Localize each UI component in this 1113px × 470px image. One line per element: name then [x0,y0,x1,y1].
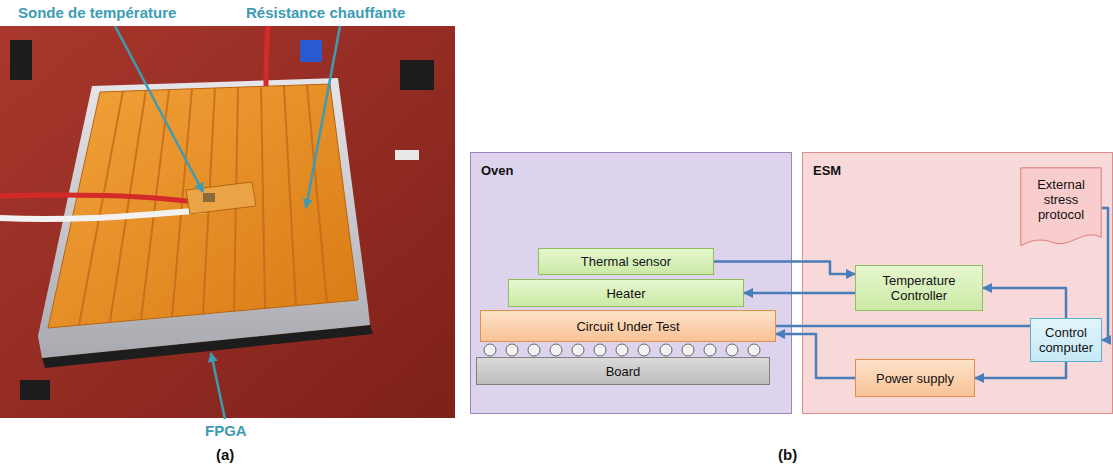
panel-caption: (b) [778,446,797,464]
box-label: Temperature Controller [862,273,976,303]
connector-arrow [744,292,855,295]
connector-arrow [776,325,1030,328]
box-label: Control computer [1037,325,1095,355]
box-label: Power supply [876,371,954,386]
box-label: External stress protocol [1025,177,1097,222]
document-shape: External stress protocol [1020,167,1102,249]
box-label: Thermal sensor [581,254,671,269]
box-label: Circuit Under Test [576,319,679,334]
circuit-box: Circuit Under Test [480,310,776,342]
connector-arrow [975,362,1066,378]
solder-balls [484,344,760,356]
callout-label: FPGA [205,422,247,440]
box-label: Heater [606,286,645,301]
fpga-photo [0,26,455,418]
board-box: Board [476,357,770,385]
sensor-box: Thermal sensor [538,248,714,275]
connector-arrow [1102,208,1108,340]
panel-caption: (a) [216,446,234,464]
connector-arrow [714,262,855,275]
connector-arrow [983,288,1066,318]
connector-arrow [776,334,855,378]
leader-arrows [115,26,340,419]
panel-title: Oven [471,153,791,178]
callout-label: Résistance chauffante [246,4,405,22]
controller-box: Temperature Controller [855,265,983,311]
power-box: Power supply [855,359,975,397]
callout-label: Sonde de température [18,4,176,22]
heater-box: Heater [508,279,744,307]
box-label: Board [606,364,641,379]
computer-box: Control computer [1030,318,1102,362]
oven-panel: OvenThermal sensorHeaterCircuit Under Te… [470,152,792,414]
